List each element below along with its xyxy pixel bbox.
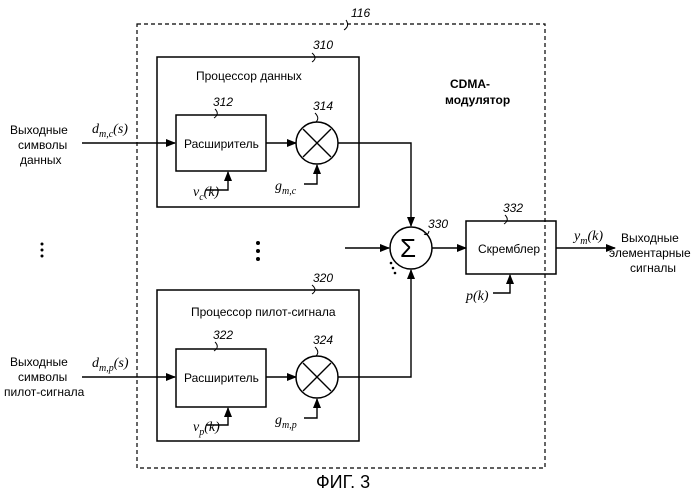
data-gain-label: gm,c	[275, 179, 297, 197]
data-code-label: vc(k)	[193, 185, 220, 203]
output-line1: Выходные	[621, 231, 679, 245]
pilot-spreader-ref: 322	[213, 328, 233, 342]
scrambler-code-label: p(k)	[465, 289, 489, 304]
pilot-multiplier-cross	[303, 363, 331, 391]
pilot-input-line1: Выходные	[10, 355, 68, 369]
pilot-multiplier-ref-leader	[315, 347, 318, 356]
proc-dot-3	[256, 257, 260, 261]
summer-symbol: Σ	[400, 233, 416, 263]
data-spreader-ref-leader	[214, 109, 217, 118]
data-multiplier-ref: 314	[313, 99, 333, 113]
frame-title-line2: модулятор	[445, 93, 510, 107]
pilot-processor-ref: 320	[313, 271, 333, 285]
proc-dot-2	[256, 249, 260, 253]
summer-ref: 330	[428, 217, 448, 231]
data-input-line1: Выходные	[10, 123, 68, 137]
output-line3: сигналы	[630, 261, 676, 275]
pilot-input-line3: пилот-сигнала	[4, 385, 85, 399]
data-multiplier-cross	[303, 129, 331, 157]
data-spreader-label: Расширитель	[184, 137, 259, 151]
figure-caption: ФИГ. 3	[316, 472, 370, 492]
pilot-multiplier-ref: 324	[313, 333, 333, 347]
data-input-symbol: dm,c(s)	[92, 122, 128, 140]
left-dot-3	[41, 255, 44, 258]
pilot-spreader-label: Расширитель	[184, 371, 259, 385]
data-multiplier-ref-leader	[315, 113, 318, 122]
summer-dot-2	[392, 267, 395, 270]
proc-dot-1	[256, 241, 260, 245]
summer-dot-1	[390, 262, 393, 265]
frame-ref: 116	[351, 6, 370, 20]
pilot-input-line2: символы	[18, 370, 67, 384]
pilot-input-symbol: dm,p(s)	[92, 356, 129, 374]
summer-dot-3	[394, 272, 397, 275]
pilot-gain-wire	[304, 399, 317, 418]
output-symbol: ym(k)	[572, 229, 603, 247]
scrambler-ref-leader	[504, 215, 507, 224]
pilot-mult-to-summer	[338, 270, 411, 377]
pilot-processor-title: Процессор пилот-сигнала	[191, 305, 336, 319]
left-dot-2	[41, 249, 44, 252]
data-input-line2: символы	[18, 138, 67, 152]
data-spreader-ref: 312	[213, 95, 233, 109]
data-processor-ref: 310	[313, 38, 333, 52]
frame-ref-leader	[344, 20, 348, 30]
pilot-gain-label: gm,p	[275, 413, 297, 431]
scrambler-code-wire	[493, 275, 510, 293]
data-input-line3: данных	[20, 153, 62, 167]
output-line2: элементарные	[609, 246, 691, 260]
left-dot-1	[41, 243, 44, 246]
data-processor-title: Процессор данных	[196, 69, 302, 83]
scrambler-label: Скремблер	[478, 242, 540, 256]
pilot-code-label: vp(k)	[193, 420, 220, 438]
frame-title-line1: CDMA-	[450, 77, 490, 91]
data-gain-wire	[304, 165, 317, 184]
data-mult-to-summer	[338, 143, 411, 226]
scrambler-ref: 332	[503, 201, 523, 215]
